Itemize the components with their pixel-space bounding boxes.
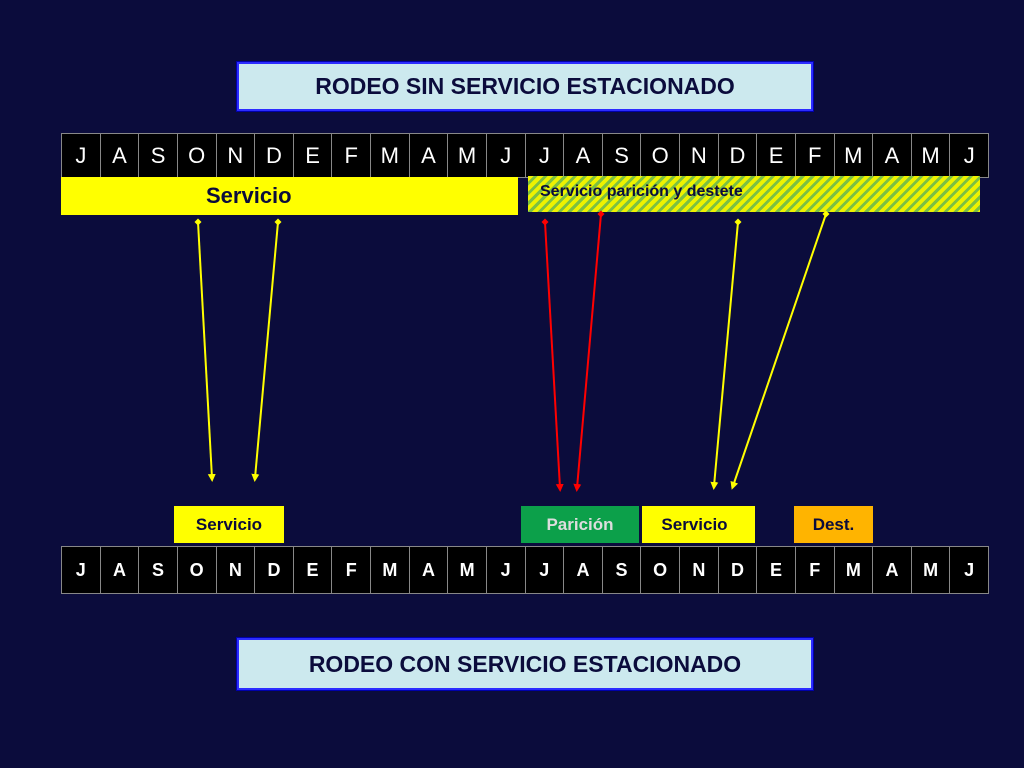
- month-cell: N: [216, 134, 256, 177]
- month-cell: M: [448, 547, 487, 593]
- arrow-6: [730, 210, 830, 490]
- arrow-2: [251, 218, 282, 482]
- month-cell: A: [873, 134, 912, 177]
- arrow-4: [573, 210, 605, 492]
- arrow-5: [710, 218, 742, 490]
- month-cell: D: [255, 547, 294, 593]
- month-cell: M: [371, 547, 410, 593]
- box-servicio-1: Servicio: [174, 506, 284, 543]
- month-cell: S: [139, 547, 178, 593]
- month-cell: E: [757, 547, 796, 593]
- month-cell: E: [293, 547, 333, 593]
- arrow-3: [541, 218, 564, 492]
- month-cell: J: [62, 547, 101, 593]
- month-cell: S: [602, 134, 642, 177]
- month-cell: S: [602, 547, 642, 593]
- month-cell: O: [177, 547, 217, 593]
- month-cell: O: [177, 134, 217, 177]
- month-cell: J: [950, 134, 988, 177]
- month-cell: A: [564, 134, 603, 177]
- month-cell: A: [100, 547, 140, 593]
- month-cell: N: [216, 547, 256, 593]
- arrow-1: [194, 218, 216, 482]
- month-cell: M: [834, 547, 874, 593]
- month-cell: D: [718, 134, 758, 177]
- month-cell: O: [641, 134, 680, 177]
- month-cell: N: [680, 134, 719, 177]
- bar-servicio: Servicio: [61, 177, 518, 215]
- month-cell: J: [486, 547, 526, 593]
- title-bottom: RODEO CON SERVICIO ESTACIONADO: [237, 638, 813, 690]
- month-cell: O: [641, 547, 680, 593]
- month-cell: M: [911, 547, 951, 593]
- month-cell: F: [332, 134, 371, 177]
- month-cell: E: [293, 134, 333, 177]
- month-cell: F: [795, 134, 835, 177]
- month-cell: F: [332, 547, 371, 593]
- title-top: RODEO SIN SERVICIO ESTACIONADO: [237, 62, 813, 111]
- month-cell: M: [448, 134, 487, 177]
- month-cell: D: [255, 134, 294, 177]
- month-cell: M: [911, 134, 951, 177]
- bar-servicio-paricion-destete: Servicio parición y destete: [528, 176, 980, 212]
- month-cell: M: [371, 134, 410, 177]
- month-cell: D: [718, 547, 758, 593]
- month-cell: A: [100, 134, 140, 177]
- month-cell: J: [525, 547, 565, 593]
- month-cell: J: [486, 134, 526, 177]
- month-cell: J: [950, 547, 988, 593]
- month-cell: A: [873, 547, 912, 593]
- month-cell: N: [680, 547, 719, 593]
- box-servicio-2: Servicio: [642, 506, 755, 543]
- month-cell: E: [757, 134, 796, 177]
- month-cell: A: [409, 134, 449, 177]
- month-cell: F: [795, 547, 835, 593]
- box-destete: Dest.: [794, 506, 873, 543]
- box-paricion: Parición: [521, 506, 639, 543]
- month-cell: J: [525, 134, 565, 177]
- month-cell: A: [409, 547, 449, 593]
- month-cell: A: [564, 547, 603, 593]
- month-cell: M: [834, 134, 874, 177]
- month-cell: J: [62, 134, 101, 177]
- month-cell: S: [139, 134, 178, 177]
